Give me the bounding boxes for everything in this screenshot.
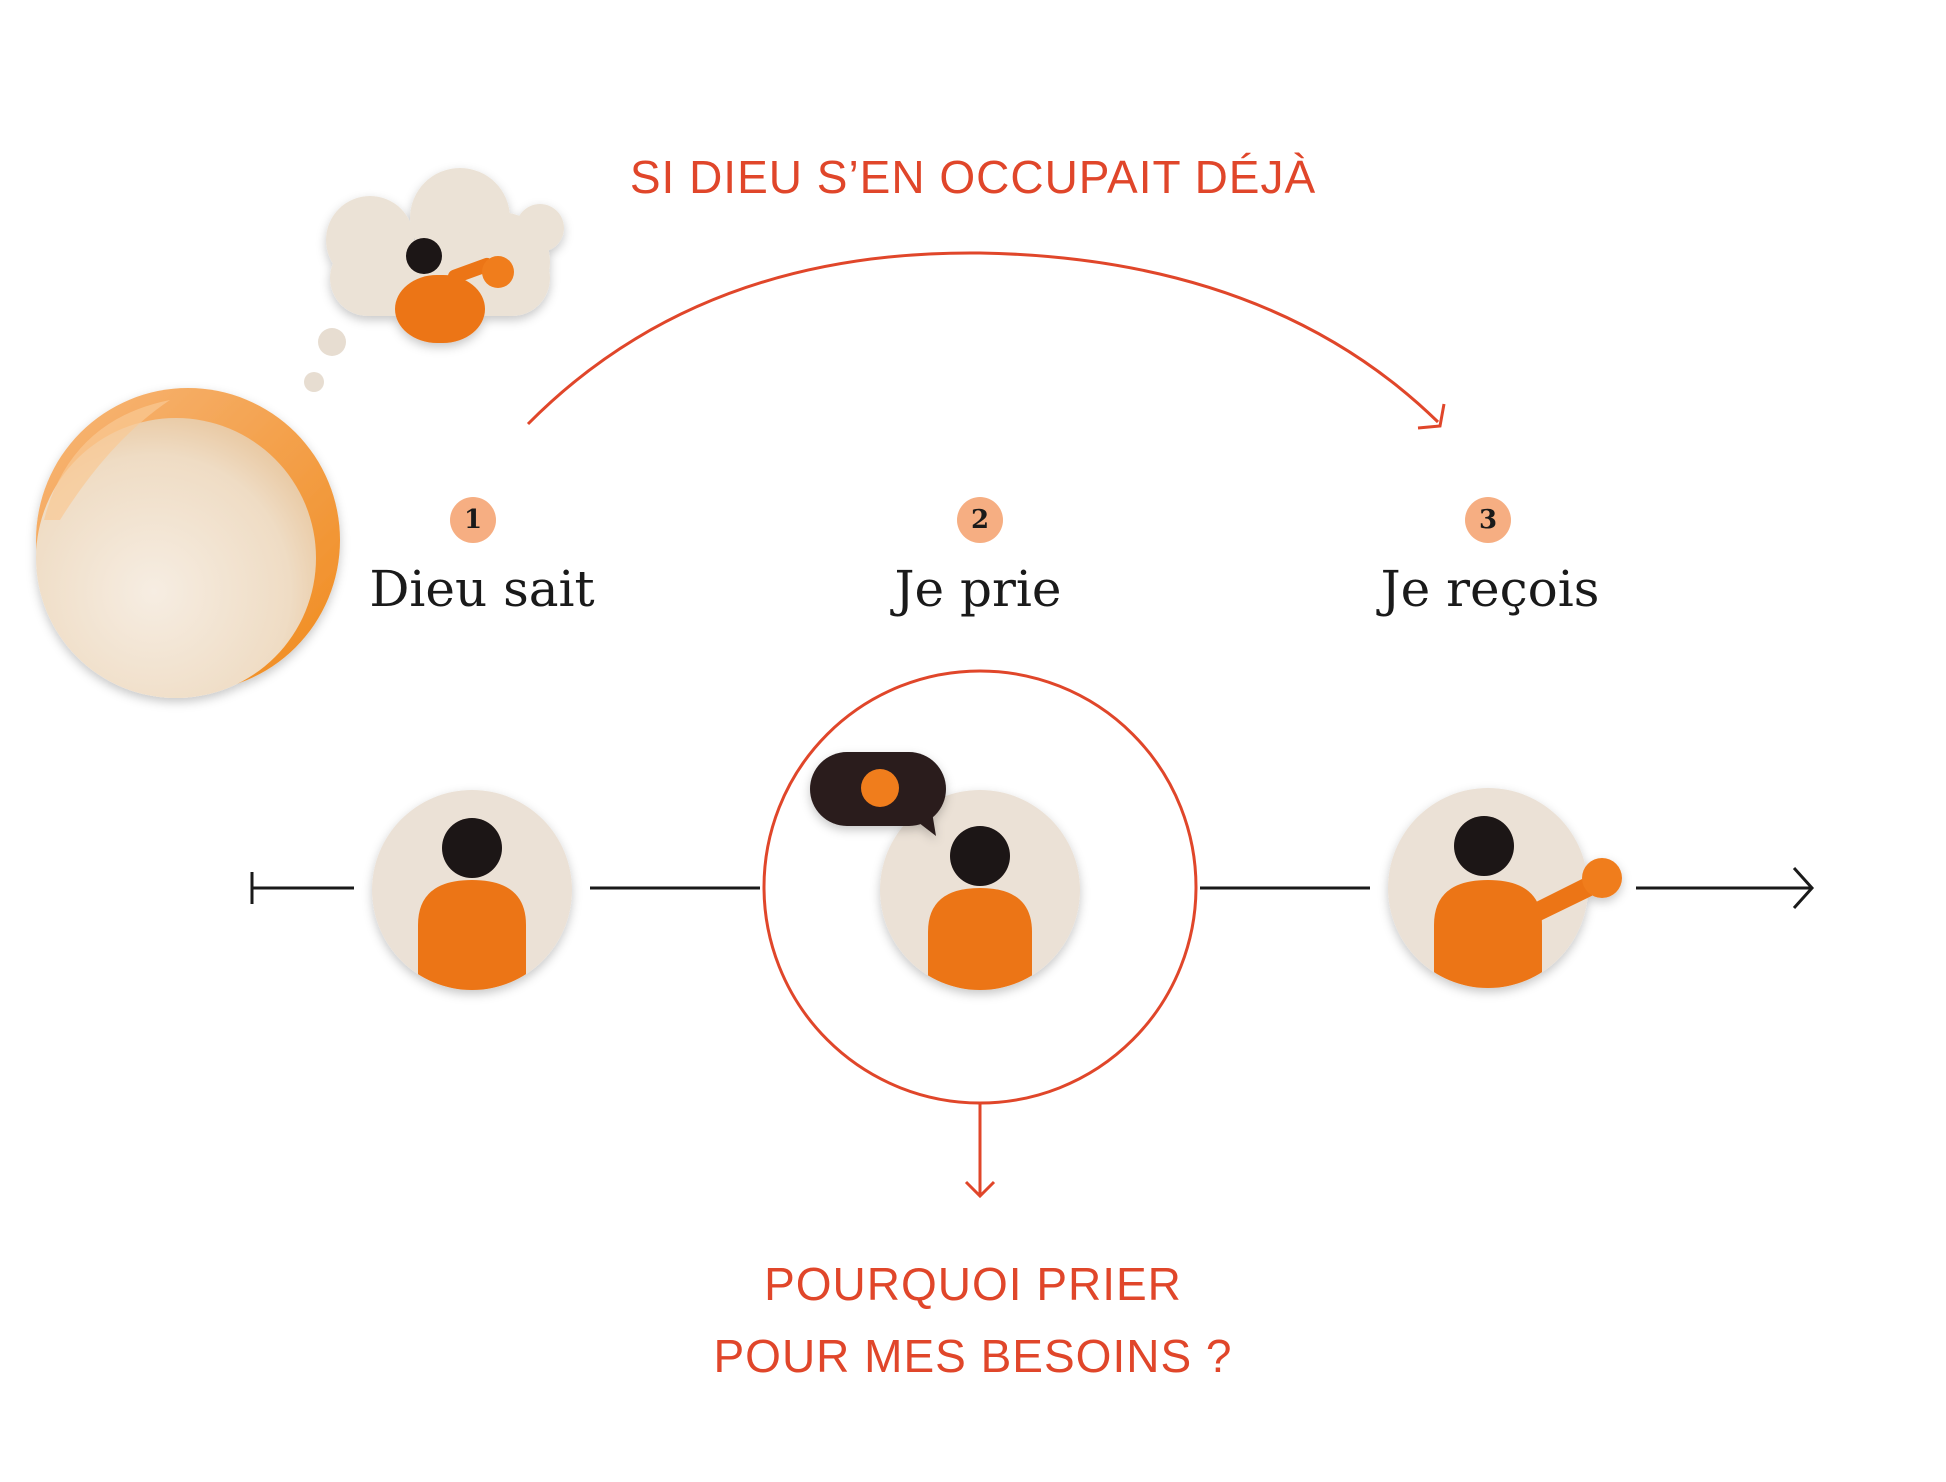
step-1-number: 1 bbox=[463, 505, 483, 535]
person-receiving-icon bbox=[1388, 788, 1622, 988]
down-arrow bbox=[964, 1103, 996, 1199]
step-2-number: 2 bbox=[970, 505, 990, 535]
god-sphere-icon bbox=[36, 388, 340, 698]
thought-bubbles-icon bbox=[304, 328, 346, 392]
bottom-caption-line-1: POURQUOI PRIER bbox=[764, 1258, 1182, 1310]
top-arc-arrowhead bbox=[1417, 403, 1446, 430]
step-3-number: 3 bbox=[1478, 505, 1498, 535]
step-2-label: Je prie bbox=[894, 560, 1062, 618]
step-3-label: Je reçois bbox=[1380, 560, 1600, 618]
timeline bbox=[250, 866, 1815, 910]
bottom-caption-line-2: POUR MES BESOINS ? bbox=[713, 1330, 1233, 1382]
thought-cloud-icon bbox=[326, 168, 564, 343]
top-caption: SI DIEU S’EN OCCUPAIT DÉJÀ bbox=[629, 151, 1317, 203]
speech-bubble-icon bbox=[810, 752, 946, 836]
person-praying-icon bbox=[810, 752, 1080, 990]
step-1-label: Dieu sait bbox=[369, 560, 595, 618]
person-icon bbox=[372, 790, 572, 990]
step-badges bbox=[450, 497, 1511, 543]
top-arc-arrow bbox=[526, 251, 1440, 426]
bottom-caption: POURQUOI PRIER POUR MES BESOINS ? bbox=[0, 1248, 1946, 1392]
